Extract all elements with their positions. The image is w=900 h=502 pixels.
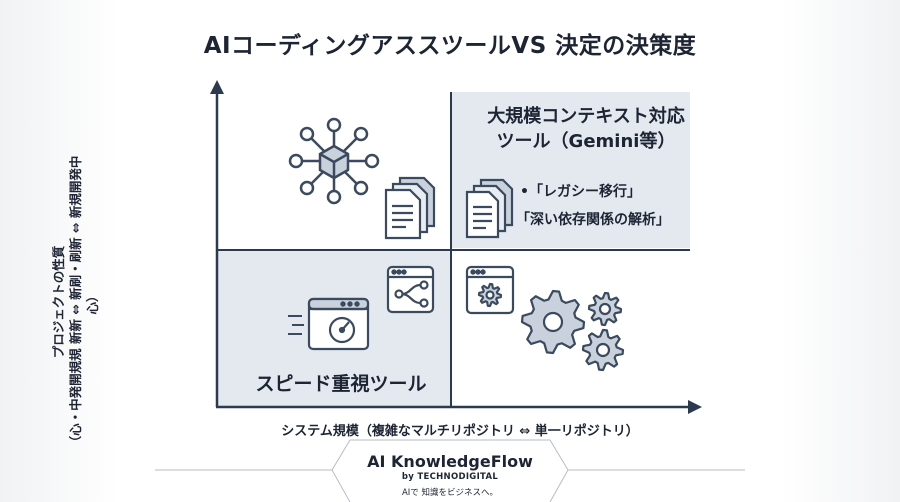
gear-hole — [598, 302, 612, 316]
gear-window-icon — [465, 265, 515, 315]
documents-stack-icon-right — [465, 178, 514, 239]
network-hub-icon — [288, 117, 380, 205]
bullet-item: •「レガシー移行」 — [520, 184, 641, 200]
gear-hole — [595, 342, 611, 358]
brand-tagline: AIで 知識をビジネスへ。 — [401, 488, 499, 498]
page-title: AIコーディングアススツールVS 決定の決策度 — [203, 33, 697, 59]
right-background-fade — [780, 0, 900, 502]
quadrant-top-right-title-line2: ツール（Gemini等） — [496, 131, 676, 152]
gears-icon — [520, 289, 625, 372]
bullet-item: 「深い依存関係の解析」 — [516, 212, 670, 228]
branch-window-icon — [386, 265, 435, 314]
brand-byline: by TECHNODIGITAL — [401, 472, 499, 482]
brand-name: AI KnowledgeFlow — [367, 452, 533, 471]
brand-frame-outline-left — [331, 469, 351, 502]
x-axis-label: システム規模（複雑なマルチリポジトリ ⇔ 単一リポジトリ） — [281, 424, 639, 439]
quadrant-top-right-bullets: •「レガシー移行」 「深い依存関係の解析」 — [516, 178, 670, 234]
gear-hole — [542, 311, 564, 333]
y-axis-arrowhead — [210, 80, 224, 94]
brand-frame-outline — [331, 439, 569, 502]
documents-stack-icon — [384, 176, 436, 240]
quadrant-top-right-title: 大規模コンテキスト対応 ツール（Gemini等） — [456, 104, 716, 154]
quadrant-top-right-title-line1: 大規模コンテキスト対応 — [487, 106, 685, 127]
quadrant-bottom-left-title: スピード重視ツール — [255, 373, 427, 395]
speed-gauge-window-icon — [288, 297, 370, 351]
left-background-fade — [0, 0, 120, 502]
gear-hole — [485, 290, 495, 300]
x-axis-arrowhead — [688, 400, 702, 414]
